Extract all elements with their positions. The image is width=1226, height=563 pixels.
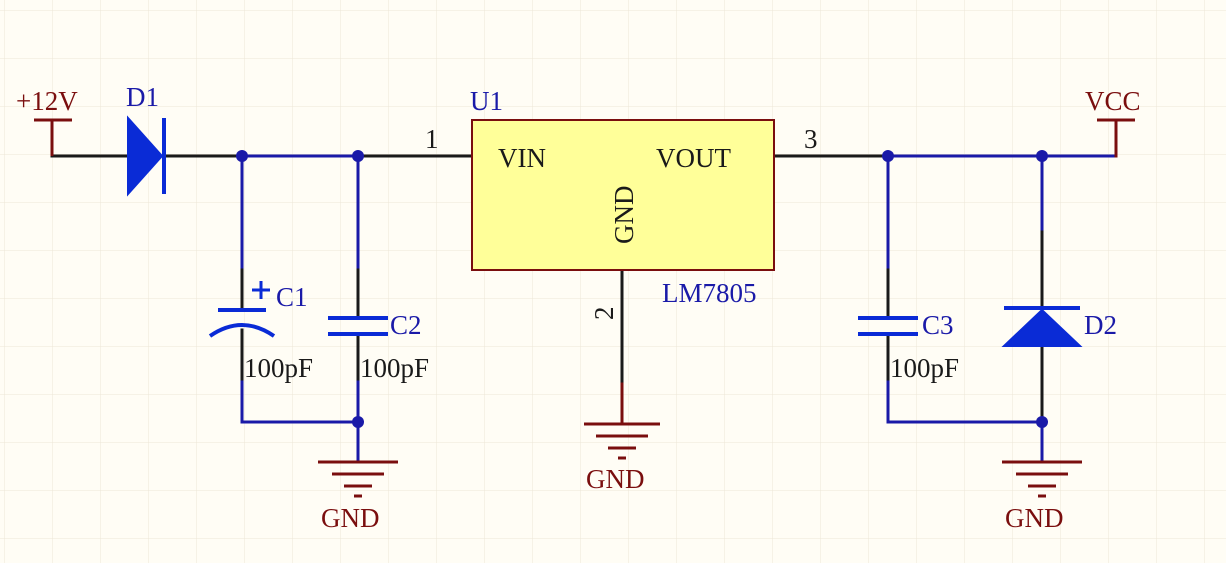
u1-pin3-number: 3 <box>804 124 818 154</box>
ground-icon <box>1002 460 1082 498</box>
u1-pin-vout-label: VOUT <box>656 143 731 173</box>
ground-center-label: GND <box>586 464 645 494</box>
polarized-capacitor-icon <box>208 281 276 338</box>
junction-dot-icon <box>236 150 248 162</box>
regulator-u1[interactable]: U1 LM7805 VIN VOUT GND 1 2 3 <box>425 86 818 320</box>
u1-pin2-number: 2 <box>589 307 619 321</box>
c1-value: 100pF <box>244 353 313 383</box>
ground-right[interactable]: GND <box>1002 460 1082 533</box>
u1-pin1-number: 1 <box>425 124 439 154</box>
junction-dot-icon <box>1036 416 1048 428</box>
diode-icon <box>1001 306 1083 347</box>
capacitor-c3[interactable]: C3 100pF <box>858 310 959 383</box>
power-port-vcc[interactable]: VCC <box>1085 86 1141 122</box>
c3-designator: C3 <box>922 310 954 340</box>
regulator-body <box>471 119 775 271</box>
power-port-icon <box>34 118 72 156</box>
u1-part-number: LM7805 <box>662 278 757 308</box>
capacitor-icon <box>328 316 388 336</box>
diode-d2[interactable]: D2 <box>1001 306 1117 347</box>
diode-d1[interactable]: D1 <box>126 82 166 197</box>
c2-value: 100pF <box>360 353 429 383</box>
junction-dot-icon <box>1036 150 1048 162</box>
wires <box>50 118 1118 464</box>
d2-designator: D2 <box>1084 310 1117 340</box>
junction-dot-icon <box>882 150 894 162</box>
c2-designator: C2 <box>390 310 422 340</box>
diode-icon <box>127 115 166 197</box>
u1-pin-vin-label: VIN <box>498 143 546 173</box>
capacitor-c2[interactable]: C2 100pF <box>328 310 429 383</box>
junction-dot-icon <box>352 150 364 162</box>
ground-icon <box>318 460 398 498</box>
ground-left[interactable]: GND <box>318 460 398 533</box>
u1-designator: U1 <box>470 86 503 116</box>
c1-designator: C1 <box>276 282 308 312</box>
junctions <box>236 150 1048 428</box>
power-port-12v[interactable]: +12V <box>16 86 78 156</box>
junction-dot-icon <box>352 416 364 428</box>
u1-pin-gnd-label: GND <box>609 186 639 245</box>
d1-designator: D1 <box>126 82 159 112</box>
c3-value: 100pF <box>890 353 959 383</box>
power-port-12v-label: +12V <box>16 86 78 116</box>
ground-left-label: GND <box>321 503 380 533</box>
ground-center[interactable]: GND <box>584 422 660 494</box>
power-port-vcc-label: VCC <box>1085 86 1141 116</box>
ground-right-label: GND <box>1005 503 1064 533</box>
capacitor-c1[interactable]: C1 100pF <box>208 281 313 383</box>
ground-icon <box>584 422 660 460</box>
capacitor-icon <box>858 316 918 336</box>
